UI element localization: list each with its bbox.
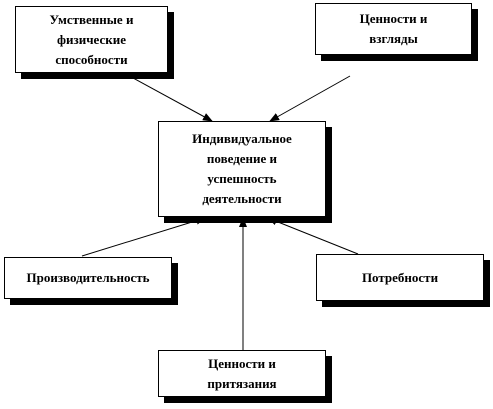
- node-label: Умственные и физические способности: [49, 11, 134, 67]
- edge-productivity-to-center: [81, 216, 206, 257]
- node-label: Ценности и взгляды: [359, 11, 428, 46]
- node-label: Потребности: [361, 269, 439, 285]
- node-productivity: Производительность: [4, 257, 172, 299]
- node-label: Индивидуальное поведение и успешность де…: [192, 131, 292, 206]
- node-center-individual-behavior: Индивидуальное поведение и успешность де…: [158, 121, 326, 217]
- node-values-aspirations: Ценности и притязания: [158, 350, 326, 397]
- node-label: Производительность: [26, 270, 150, 285]
- edge-mental-to-center: [123, 72, 213, 122]
- node-mental-physical-abilities: Умственные и физические способности: [15, 6, 168, 73]
- edge-values-top-to-center: [269, 75, 351, 122]
- node-values-views: Ценности и взгляды: [315, 3, 472, 55]
- edge-needs-to-center: [267, 217, 359, 255]
- node-needs: Потребности: [316, 254, 484, 301]
- node-label: Ценности и притязания: [207, 355, 277, 391]
